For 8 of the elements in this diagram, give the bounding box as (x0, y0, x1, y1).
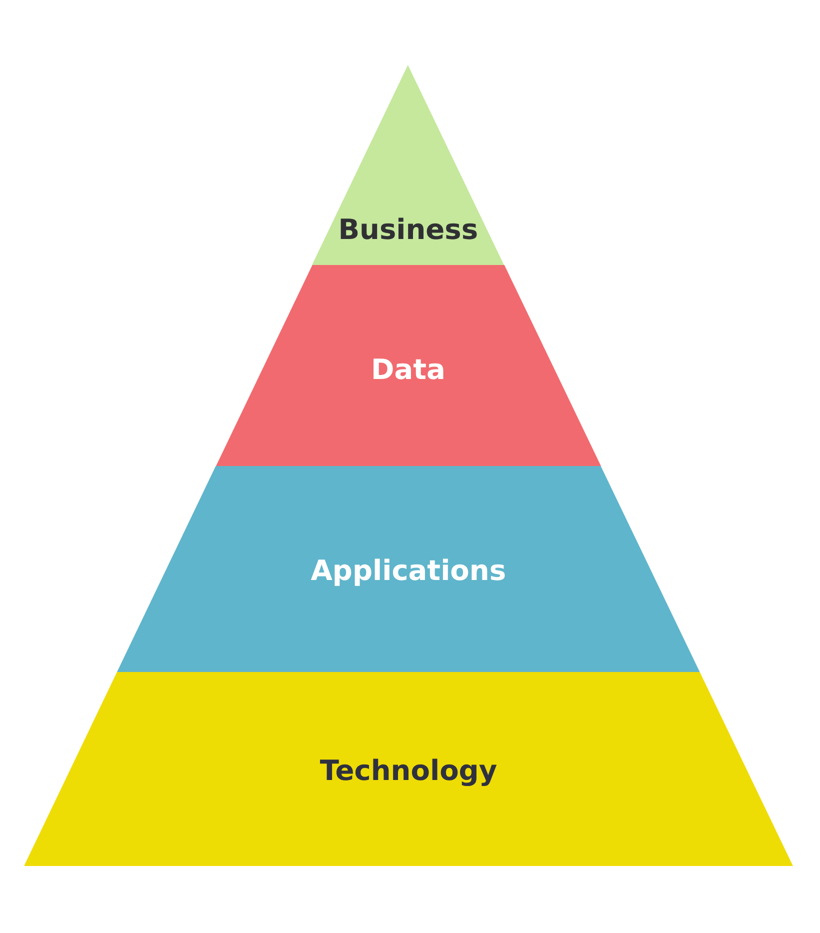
pyramid-tier (24, 672, 793, 866)
tier-label: Applications (310, 554, 506, 588)
tier-label: Technology (320, 754, 498, 788)
pyramid-tier (312, 65, 504, 265)
tier-label: Data (371, 353, 446, 387)
pyramid-tier (216, 265, 601, 466)
tier-label: Business (338, 213, 478, 247)
pyramid-tier (117, 466, 700, 672)
